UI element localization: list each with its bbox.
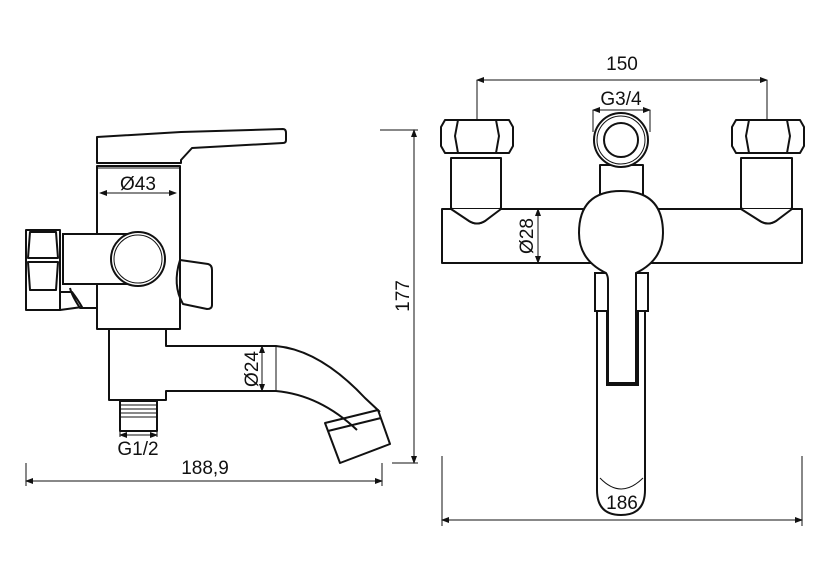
knob-front	[577, 189, 665, 384]
dim-label-body-diameter: Ø43	[120, 174, 156, 195]
dim-label-overall-length: 188,9	[181, 458, 229, 479]
spout-front	[596, 310, 646, 516]
spout-outlet	[324, 409, 391, 464]
hex-nut-side	[25, 229, 61, 311]
side-bump	[175, 259, 213, 310]
dim-label-outlet-thread: G3/4	[600, 89, 642, 110]
front-view: 150 G3/4 Ø28 186	[440, 54, 805, 526]
side-view: Ø43 Ø24 G1/2 188,9 177	[25, 128, 418, 486]
inlet-thread	[119, 400, 158, 432]
diverter-knob	[110, 231, 166, 287]
hex-nut-right	[731, 119, 805, 154]
dim-label-inlet-spacing: 150	[606, 54, 638, 75]
inlet-connector	[59, 287, 97, 311]
dim-label-overall-width: 186	[606, 493, 638, 514]
outlet-connector	[593, 112, 649, 168]
eccentric-left-front	[450, 208, 502, 225]
lever-handle	[96, 128, 287, 164]
eccentric-right-front	[740, 208, 793, 225]
dim-label-overall-height: 177	[393, 280, 414, 312]
dim-label-inlet-thread: G1/2	[117, 439, 158, 460]
dim-label-bar-diameter: Ø28	[517, 218, 538, 254]
dim-label-spout-diameter: Ø24	[242, 351, 263, 387]
hex-nut-left	[440, 119, 514, 154]
